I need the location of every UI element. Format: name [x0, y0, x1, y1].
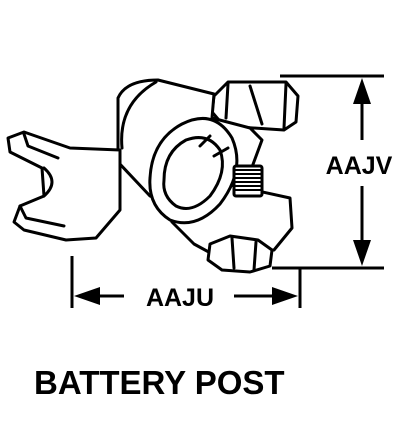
battery-post-clamp-icon [6, 78, 300, 274]
width-arrow-right-icon [272, 287, 298, 305]
cable-lug-edge [18, 132, 66, 228]
bolt-thread-lines [233, 169, 263, 191]
post-ring-cut [198, 134, 230, 158]
figure-caption: BATTERY POST [34, 364, 285, 401]
height-arrow-up-icon [353, 78, 371, 104]
bolt-nut [206, 234, 274, 274]
height-arrow-down-icon [353, 240, 371, 266]
height-dimension [272, 74, 384, 270]
width-arrow-left-icon [74, 287, 100, 305]
width-dimension-label: AAJU [146, 284, 214, 312]
cable-lug-slot [42, 166, 54, 198]
width-dimension [70, 256, 302, 308]
height-dimension-label: AAJV [326, 152, 393, 180]
bolt-head-edge [224, 82, 288, 130]
clamp-body-shading [120, 80, 158, 150]
post-ring-inner [162, 136, 224, 210]
cable-lug [6, 130, 122, 242]
bolt-nut-edge [230, 236, 258, 272]
